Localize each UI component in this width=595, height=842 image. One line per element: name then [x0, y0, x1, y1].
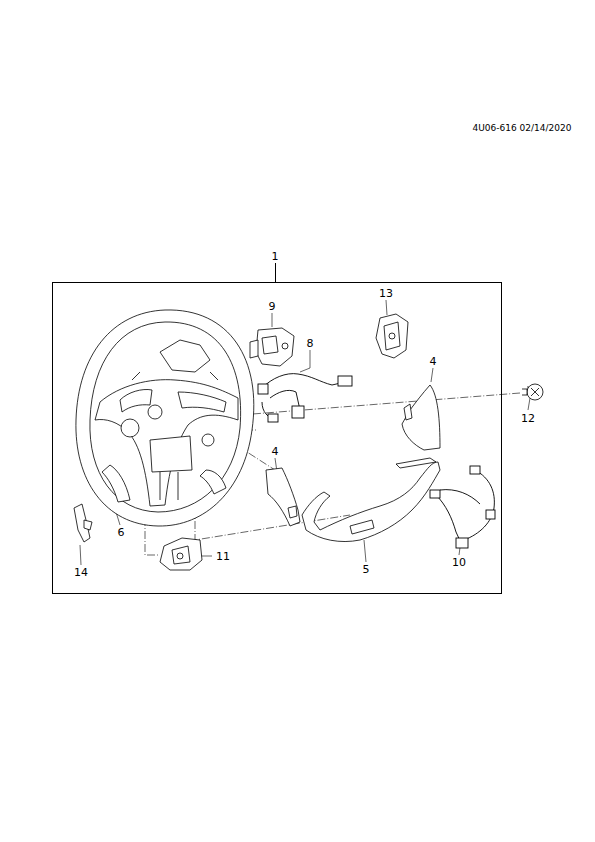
- bezel: [350, 520, 374, 534]
- callout-number: 14: [73, 566, 89, 579]
- steering-wheel: [150, 436, 192, 472]
- leader-line: [272, 313, 273, 327]
- switch-assembly: [160, 538, 202, 570]
- callout-number: 9: [268, 300, 277, 313]
- wiring-harness: [262, 374, 345, 388]
- callout-number: 4: [429, 355, 438, 368]
- wiring-harness: [470, 466, 480, 474]
- trim-cover: [402, 385, 440, 450]
- wiring-harness: [258, 384, 268, 394]
- steering-wheel: [120, 389, 152, 412]
- screw: [522, 389, 527, 395]
- callout-number: 8: [306, 337, 315, 350]
- switch-assembly: [177, 553, 183, 559]
- leader-line: [80, 545, 81, 565]
- trim-cover: [404, 404, 412, 420]
- switch-assembly: [256, 328, 294, 366]
- screw: [522, 384, 543, 400]
- steering-wheel: [121, 419, 139, 437]
- callout-number: 11: [215, 550, 231, 563]
- trim-cover: [402, 385, 440, 450]
- steering-wheel: [76, 310, 254, 526]
- wiring-harness: [456, 538, 468, 548]
- bezel: [302, 458, 440, 542]
- steering-wheel: [90, 322, 241, 512]
- steering-wheel: [148, 405, 162, 419]
- callout-number: 5: [362, 563, 371, 576]
- wiring-harness: [292, 406, 304, 418]
- switch-assembly: [376, 314, 408, 358]
- switch-assembly: [250, 328, 294, 366]
- trim-cover: [288, 506, 297, 518]
- steering-wheel: [76, 310, 254, 526]
- callout-number: 1: [271, 250, 280, 263]
- wiring-harness: [430, 490, 440, 498]
- frame: [53, 263, 502, 594]
- callout-number: 6: [117, 526, 126, 539]
- leader-line: [386, 300, 387, 315]
- leader-line: [528, 398, 530, 410]
- drawing-number: 4U06-616 02/14/2020: [472, 123, 573, 134]
- wiring-harness: [258, 374, 352, 422]
- frame: [275, 263, 276, 282]
- wiring-harness: [268, 414, 278, 422]
- wiring-harness: [436, 495, 462, 545]
- bezel: [396, 458, 436, 468]
- leader-line: [300, 350, 310, 372]
- switch-assembly: [376, 314, 408, 358]
- switch-assembly: [389, 333, 395, 339]
- trim-cover: [266, 468, 300, 526]
- steering-wheel: [102, 465, 130, 502]
- wiring-harness: [464, 470, 494, 540]
- screw: [531, 388, 539, 396]
- steering-wheel: [178, 392, 226, 412]
- steering-wheel: [160, 340, 210, 372]
- trim-cover: [266, 468, 300, 526]
- switch-assembly: [172, 546, 190, 564]
- callout-number: 10: [451, 556, 467, 569]
- switch-assembly: [384, 322, 400, 350]
- wiring-harness: [338, 376, 352, 386]
- paddle: [84, 520, 92, 530]
- steering-wheel: [200, 470, 226, 494]
- steering-wheel: [202, 434, 214, 446]
- wiring-harness: [430, 466, 495, 548]
- switch-assembly: [282, 343, 288, 349]
- centre-line: [240, 393, 520, 415]
- steering-wheel: [132, 372, 218, 500]
- screw: [527, 384, 543, 400]
- leader-line: [364, 540, 366, 562]
- frame: [53, 283, 502, 594]
- switch-assembly: [262, 336, 278, 354]
- steering-wheel: [95, 380, 238, 506]
- paddle: [74, 504, 92, 542]
- switch-assembly: [250, 340, 258, 358]
- callout-number: 4: [271, 445, 280, 458]
- callout-number: 13: [378, 287, 394, 300]
- bezel: [302, 462, 440, 542]
- leader-line: [431, 368, 433, 382]
- switch-assembly: [160, 538, 202, 570]
- wiring-harness: [440, 490, 480, 504]
- wiring-harness: [486, 510, 495, 519]
- callout-number: 12: [520, 412, 536, 425]
